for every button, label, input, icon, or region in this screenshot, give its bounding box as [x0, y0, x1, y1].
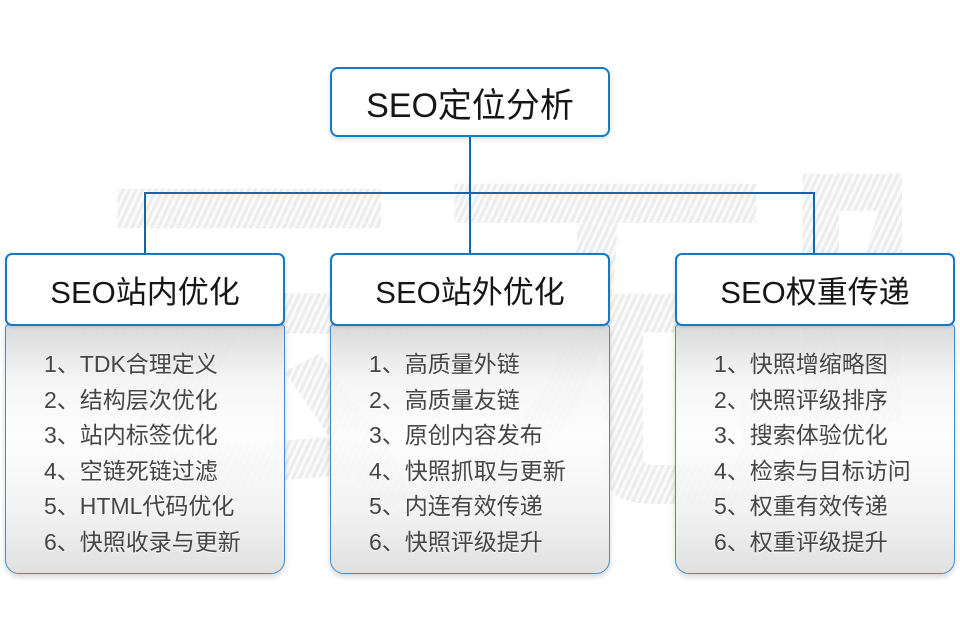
root-node-title: SEO定位分析 [366, 86, 574, 125]
list-item: 3、原创内容发布 [369, 422, 543, 448]
column-weight-panel: 1、快照增缩略图 2、快照评级排序 3、搜索体验优化 4、检索与目标访问 5、权… [675, 324, 955, 574]
list-item: 5、内连有效传递 [369, 493, 543, 519]
connector-left-vertical [144, 192, 146, 253]
list-item: 1、快照增缩略图 [714, 351, 888, 377]
connector-horizontal [144, 192, 815, 194]
list-item: 3、站内标签优化 [44, 422, 218, 448]
column-onsite-panel: 1、TDK合理定义 2、结构层次优化 3、站内标签优化 4、空链死链过滤 5、H… [5, 324, 285, 574]
list-item: 2、快照评级排序 [714, 386, 888, 413]
list-item: 2、高质量友链 [369, 386, 520, 413]
list-item: 4、检索与目标访问 [714, 457, 911, 484]
column-weight-title: SEO权重传递 [720, 275, 910, 310]
column-onsite-title: SEO站内优化 [50, 275, 240, 310]
list-item: 5、HTML代码优化 [44, 493, 235, 519]
root-node: SEO定位分析 [330, 67, 610, 137]
column-onsite: SEO站内优化 1、TDK合理定义 2、结构层次优化 3、站内标签优化 4、空链… [5, 253, 285, 574]
list-item: 6、快照收录与更新 [44, 528, 241, 555]
list-item: 4、快照抓取与更新 [369, 457, 566, 484]
column-weight-header: SEO权重传递 [675, 253, 955, 326]
column-offsite-header: SEO站外优化 [330, 253, 610, 326]
column-onsite-header: SEO站内优化 [5, 253, 285, 326]
list-item: 3、搜索体验优化 [714, 422, 888, 448]
list-item: 6、快照评级提升 [369, 528, 543, 555]
column-weight: SEO权重传递 1、快照增缩略图 2、快照评级排序 3、搜索体验优化 4、检索与… [675, 253, 955, 574]
column-offsite: SEO站外优化 1、高质量外链 2、高质量友链 3、原创内容发布 4、快照抓取与… [330, 253, 610, 574]
column-offsite-panel: 1、高质量外链 2、高质量友链 3、原创内容发布 4、快照抓取与更新 5、内连有… [330, 324, 610, 574]
list-item: 2、结构层次优化 [44, 386, 218, 413]
list-item: 1、高质量外链 [369, 351, 520, 377]
list-item: 1、TDK合理定义 [44, 351, 218, 377]
list-item: 4、空链死链过滤 [44, 457, 218, 484]
connector-root-vertical [469, 137, 471, 253]
list-item: 6、权重评级提升 [714, 528, 888, 555]
connector-right-vertical [813, 192, 815, 253]
list-item: 5、权重有效传递 [714, 493, 888, 519]
column-offsite-title: SEO站外优化 [375, 275, 565, 310]
